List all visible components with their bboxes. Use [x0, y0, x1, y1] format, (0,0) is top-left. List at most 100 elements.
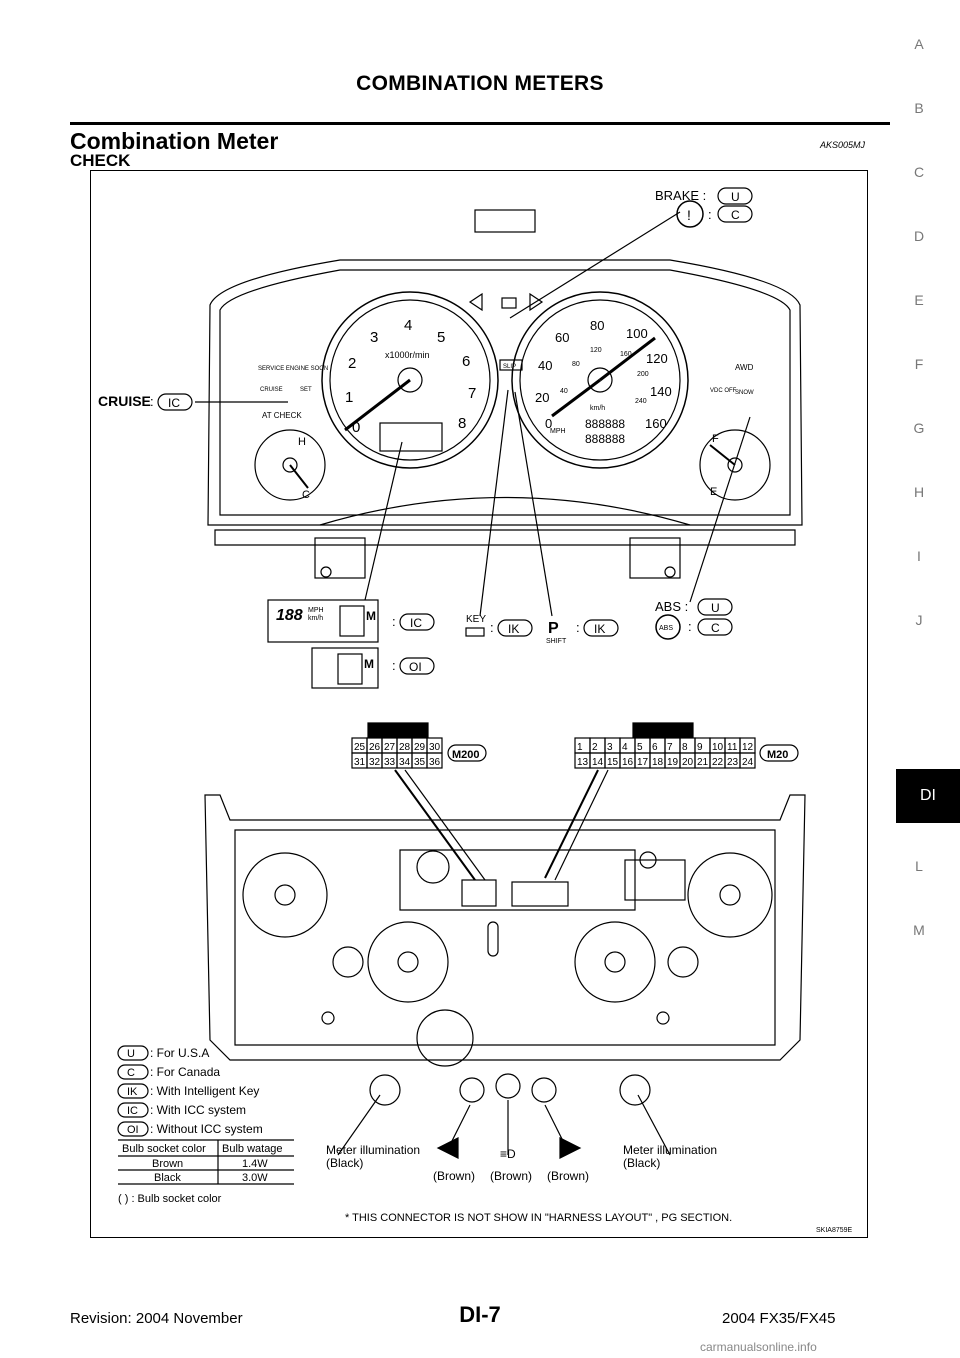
side-index-g[interactable]: G [913, 420, 925, 436]
side-index-c[interactable]: C [913, 164, 925, 180]
m200-pin-number: 34 [399, 757, 411, 768]
m20-pin-number: 24 [742, 757, 754, 768]
cruise-small-label: CRUISE [260, 387, 283, 393]
bulb-note: ( ) : Bulb socket color [118, 1193, 222, 1205]
side-index-l[interactable]: L [915, 858, 923, 874]
display-mph: MPH [308, 607, 324, 614]
tach-tick-8: 8 [458, 415, 466, 432]
bulb-row2-color: Black [154, 1172, 181, 1184]
speed-inner-200: 200 [637, 371, 649, 378]
key-label: KEY [466, 614, 486, 625]
m200-pin-number: 28 [399, 742, 411, 753]
shift-ik-tag: IK [594, 622, 605, 636]
m200-pin-number: 27 [384, 742, 396, 753]
m20-pin-number: 1 [577, 742, 583, 753]
footer-revision: Revision: 2004 November [70, 1310, 243, 1327]
speedometer: 0 20 40 60 80 100 120 140 160 40 80 120 … [511, 291, 689, 469]
brake-u-tag: U [731, 190, 740, 204]
m20-pin-number: 15 [607, 757, 619, 768]
brake-colon: : [708, 207, 712, 222]
side-index-m[interactable]: M [913, 922, 925, 938]
side-index-d[interactable]: D [913, 228, 925, 244]
abs-label: ABS : [655, 599, 688, 614]
side-index-di-active[interactable]: DI [896, 769, 960, 823]
bulb-table: Bulb socket color Bulb watage Brown 1.4W… [118, 1139, 294, 1205]
tach-tick-5: 5 [437, 329, 445, 346]
key-ik-tag: IK [508, 622, 519, 636]
legend-code: C [127, 1067, 135, 1079]
odometer: 888888 [585, 417, 625, 431]
brown-label-2: (Brown) [490, 1169, 532, 1183]
m20-pin-number: 3 [607, 742, 613, 753]
brake-label: BRAKE : [655, 188, 706, 203]
oi-tag: OI [409, 660, 422, 674]
service-label: SERVICE ENGINE SOON [258, 366, 328, 372]
svg-text::: : [392, 658, 396, 673]
m20-pin-number: 17 [637, 757, 649, 768]
speed-unit-kmh: km/h [590, 405, 605, 412]
speed-tick-0: 0 [545, 416, 552, 431]
figure-note: * THIS CONNECTOR IS NOT SHOW IN "HARNESS… [345, 1212, 732, 1224]
legend-code-badge [117, 1102, 149, 1118]
tach-tick-2: 2 [348, 355, 356, 372]
ic-tag: IC [410, 616, 422, 630]
speed-tick-120: 120 [646, 351, 668, 366]
cluster-front [207, 209, 803, 579]
side-index-j[interactable]: J [915, 612, 923, 628]
bulb-header-color: Bulb socket color [122, 1143, 206, 1155]
m20-pin-number: 8 [682, 742, 688, 753]
svg-text:P: P [548, 620, 559, 637]
legend-code: IK [127, 1086, 138, 1098]
m20-pin-number: 22 [712, 757, 724, 768]
watermark: carmanualsonline.info [700, 1340, 817, 1354]
section-code: AKS005MJ [820, 140, 866, 150]
shift-callout: P SHIFT : IK [514, 391, 619, 645]
illum-right-line1: Meter illumination [623, 1143, 717, 1157]
svg-text::: : [392, 614, 396, 629]
m20-pin-number: 16 [622, 757, 634, 768]
illum-right-line2: (Black) [623, 1156, 660, 1170]
fuel-f: F [712, 433, 719, 445]
side-index-e[interactable]: E [914, 292, 924, 308]
tachometer: 1 2 3 4 5 6 7 8 0 x1000r/min [321, 291, 499, 469]
page-title: COMBINATION METERS [356, 72, 604, 95]
headlamp-icon: ≡D [500, 1147, 516, 1161]
footer-page-number: DI-7 [459, 1302, 501, 1327]
abs-icon: ABS [659, 625, 673, 632]
key-callout: KEY : IK [465, 389, 533, 637]
bulb-row1-watt: 1.4W [242, 1158, 268, 1170]
m20-pin-number: 11 [727, 742, 738, 753]
cruise-callout: CRUISE : IC [98, 393, 288, 411]
brown-label-3: (Brown) [547, 1169, 589, 1183]
at-check-label: AT CHECK [262, 411, 302, 420]
bulb-header-watt: Bulb watage [222, 1143, 283, 1155]
speed-tick-160: 160 [645, 416, 667, 431]
section-title: Combination Meter [70, 128, 279, 154]
speed-tick-140: 140 [650, 384, 672, 399]
slip-label: SLIP [503, 364, 516, 370]
cluster-rear [204, 794, 806, 1106]
legend-code-badge [117, 1083, 149, 1099]
m200-pin-number: 29 [414, 742, 426, 753]
side-index-i[interactable]: I [917, 548, 921, 564]
svg-text::: : [688, 619, 692, 634]
header-rule [70, 122, 890, 125]
speed-inner-120: 120 [590, 347, 602, 354]
speed-tick-80: 80 [590, 318, 604, 333]
side-index-b[interactable]: B [914, 100, 924, 116]
legend-text: : With ICC system [150, 1103, 246, 1117]
legend-code-badge [117, 1121, 149, 1137]
side-index-f[interactable]: F [914, 356, 924, 372]
side-index-h[interactable]: H [913, 484, 925, 500]
tach-tick-1: 1 [345, 389, 353, 406]
tach-tick-7: 7 [468, 385, 476, 402]
m20-pin-number: 19 [667, 757, 679, 768]
legend-text: : With Intelligent Key [150, 1084, 259, 1098]
m200-pin-cell [426, 752, 443, 769]
m20-pin-number: 12 [742, 742, 754, 753]
side-index-a[interactable]: A [914, 36, 924, 52]
illumination-labels: Meter illumination (Black) Meter illumin… [326, 1143, 717, 1183]
m200-pin-number: 33 [384, 757, 396, 768]
